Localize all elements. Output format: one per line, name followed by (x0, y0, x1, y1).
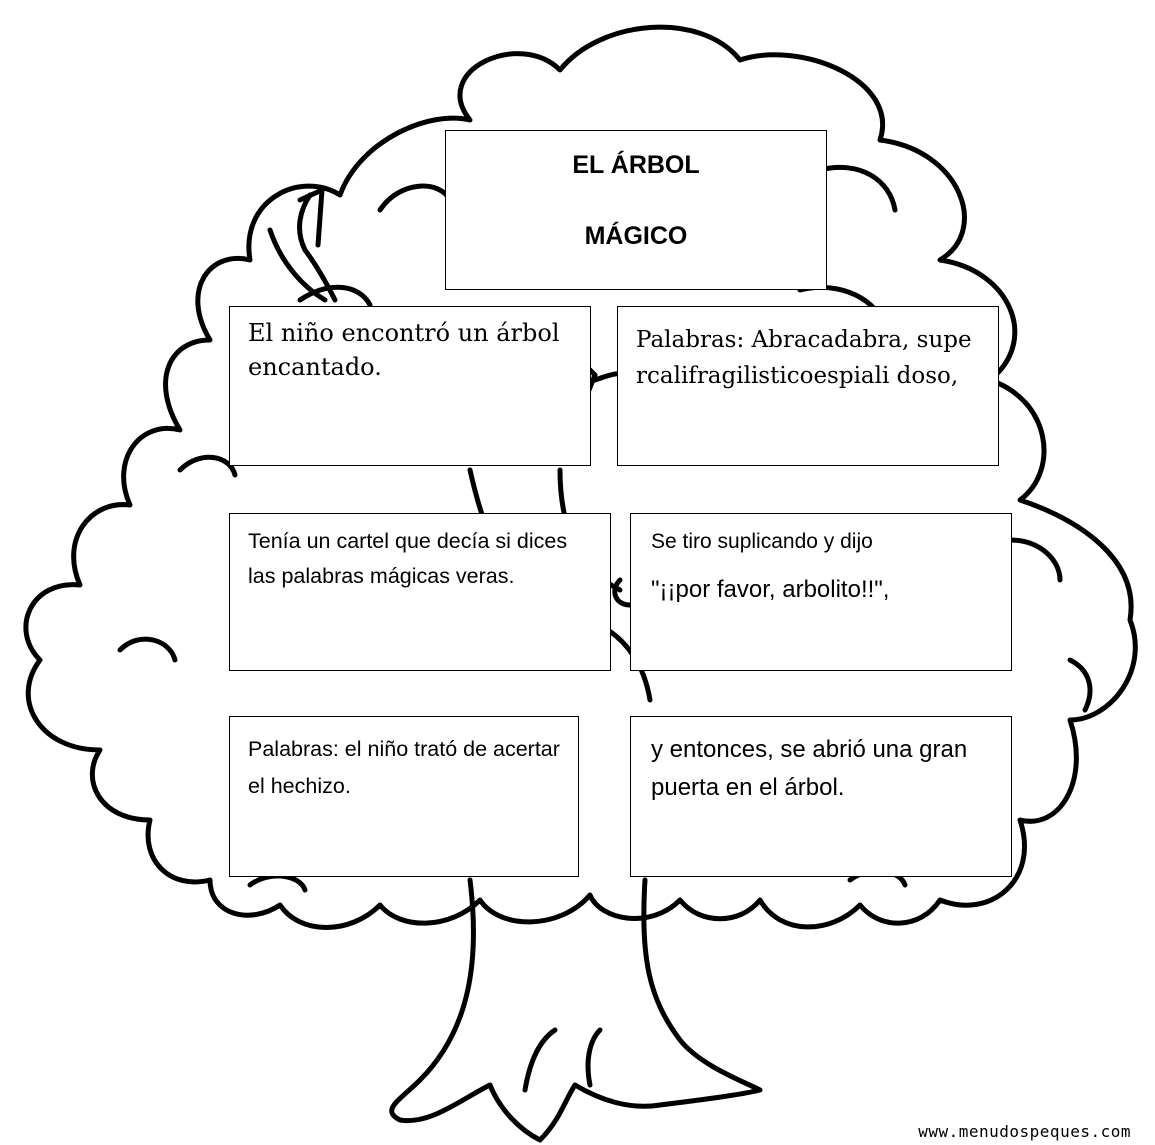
story-box-2: Palabras: Abracadabra, supercalifragilis… (617, 306, 999, 466)
watermark-url: www.menudospeques.com (918, 1122, 1131, 1141)
story-box-5: Palabras: el niño trató de acertar el he… (229, 716, 579, 877)
story-box-6-text: y entonces, se abrió una gran puerta en … (651, 736, 968, 802)
story-box-4-line-2: "¡¡por favor, arbolito!!", (651, 575, 890, 603)
title-box: EL ÁRBOL MÁGICO (445, 130, 827, 290)
story-box-2-text: Palabras: Abracadabra, supercalifragilis… (636, 327, 972, 389)
story-box-4: Se tiro suplicando y dijo "¡¡por favor, … (630, 513, 1012, 671)
title-line-2: MÁGICO (584, 222, 688, 250)
story-box-4-line-1: Se tiro suplicando y dijo (651, 530, 873, 553)
story-box-3: Tenía un cartel que decía si dices las p… (229, 513, 611, 671)
tree-trunk (389, 877, 763, 1143)
story-box-3-text: Tenía un cartel que decía si dices las p… (248, 529, 568, 589)
story-box-6: y entonces, se abrió una gran puerta en … (630, 716, 1012, 877)
story-box-1-text: El niño encontró un árbol encantado. (248, 319, 560, 381)
story-box-5-text: Palabras: el niño trató de acertar el he… (248, 737, 560, 798)
tree-canopy (23, 24, 1138, 930)
title-line-1: EL ÁRBOL (572, 151, 700, 179)
story-box-1: El niño encontró un árbol encantado. (229, 306, 591, 466)
